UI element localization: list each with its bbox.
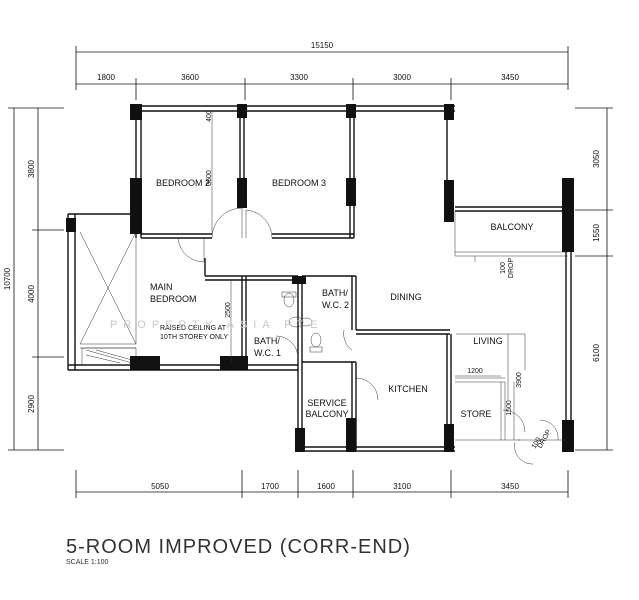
dim-3900: 3900 xyxy=(516,372,523,388)
dim-overall-width: 15150 xyxy=(311,41,334,50)
dim-right-1: 3050 xyxy=(592,150,601,168)
label-bath-1-line2: W.C. 1 xyxy=(254,348,281,358)
label-main-bedroom-2: BEDROOM xyxy=(150,294,197,304)
dim-right-2: 1550 xyxy=(592,224,601,242)
label-bath-2-line1: BATH/ xyxy=(322,288,348,298)
dim-1200: 1200 xyxy=(467,368,483,375)
doors xyxy=(177,207,566,465)
dim-1500: 1500 xyxy=(506,400,513,416)
dim-bottom-2: 1700 xyxy=(261,482,279,491)
drop-b-value: 100 xyxy=(531,436,543,450)
dim-right-3: 6100 xyxy=(592,344,601,362)
label-bath-1-line1: BATH/ xyxy=(254,336,280,346)
dim-2500: 2500 xyxy=(225,302,232,318)
label-main-bedroom-1: MAIN xyxy=(150,282,173,292)
label-dining: DINING xyxy=(390,292,422,302)
dim-top-5: 3450 xyxy=(501,73,519,82)
left-dimensions: 10700 3800 4000 2900 xyxy=(3,107,64,451)
interior-dimensions: 400 3600 2500 1200 3900 1500 xyxy=(206,110,523,440)
drop-a-value: 100 xyxy=(500,262,507,274)
dim-overall-height: 10700 xyxy=(3,267,12,290)
right-dimensions: 3050 1550 6100 xyxy=(575,107,613,451)
label-raised-ceiling-1: RAISED CEILING AT xyxy=(160,325,227,332)
main-bedroom-window-bay xyxy=(79,231,137,366)
label-bedroom-3: BEDROOM 3 xyxy=(272,178,326,188)
dim-3600: 3600 xyxy=(206,170,213,186)
dim-left-3: 2900 xyxy=(27,395,36,413)
dim-bottom-4: 3100 xyxy=(393,482,411,491)
dim-bottom-3: 1600 xyxy=(317,482,335,491)
dim-top-1: 1800 xyxy=(97,73,115,82)
fixtures xyxy=(281,256,476,353)
label-service-balcony-1: SERVICE xyxy=(307,398,346,408)
columns xyxy=(66,104,574,452)
watermark: PROPERTY ASIA PTE xyxy=(110,319,323,331)
plan-scale: SCALE 1:100 xyxy=(66,559,109,566)
label-service-balcony-2: BALCONY xyxy=(305,409,348,419)
label-bedroom-2: BEDROOM 2 xyxy=(156,178,210,188)
dim-left-1: 3800 xyxy=(27,160,36,178)
dim-400: 400 xyxy=(206,110,213,122)
room-labels: BEDROOM 2 BEDROOM 3 BALCONY MAIN BEDROOM… xyxy=(150,178,534,419)
label-bath-2-line2: W.C. 2 xyxy=(322,300,349,310)
bottom-dimensions: 5050 1700 1600 3100 3450 xyxy=(75,470,569,498)
top-dimensions: 15150 1800 3600 3300 3000 3450 xyxy=(75,41,569,100)
label-store: STORE xyxy=(461,409,492,419)
plan-title: 5-ROOM IMPROVED (CORR-END) xyxy=(66,536,411,558)
label-kitchen: KITCHEN xyxy=(388,384,428,394)
label-balcony: BALCONY xyxy=(490,222,533,232)
dim-bottom-1: 5050 xyxy=(151,482,169,491)
label-living: LIVING xyxy=(473,336,503,346)
dim-left-2: 4000 xyxy=(27,285,36,303)
dim-bottom-5: 3450 xyxy=(501,482,519,491)
dim-top-4: 3000 xyxy=(393,73,411,82)
label-raised-ceiling-2: 10TH STOREY ONLY xyxy=(160,334,228,341)
drop-a-label: DROP xyxy=(508,258,515,279)
dim-top-3: 3300 xyxy=(290,73,308,82)
dim-top-2: 3600 xyxy=(181,73,199,82)
